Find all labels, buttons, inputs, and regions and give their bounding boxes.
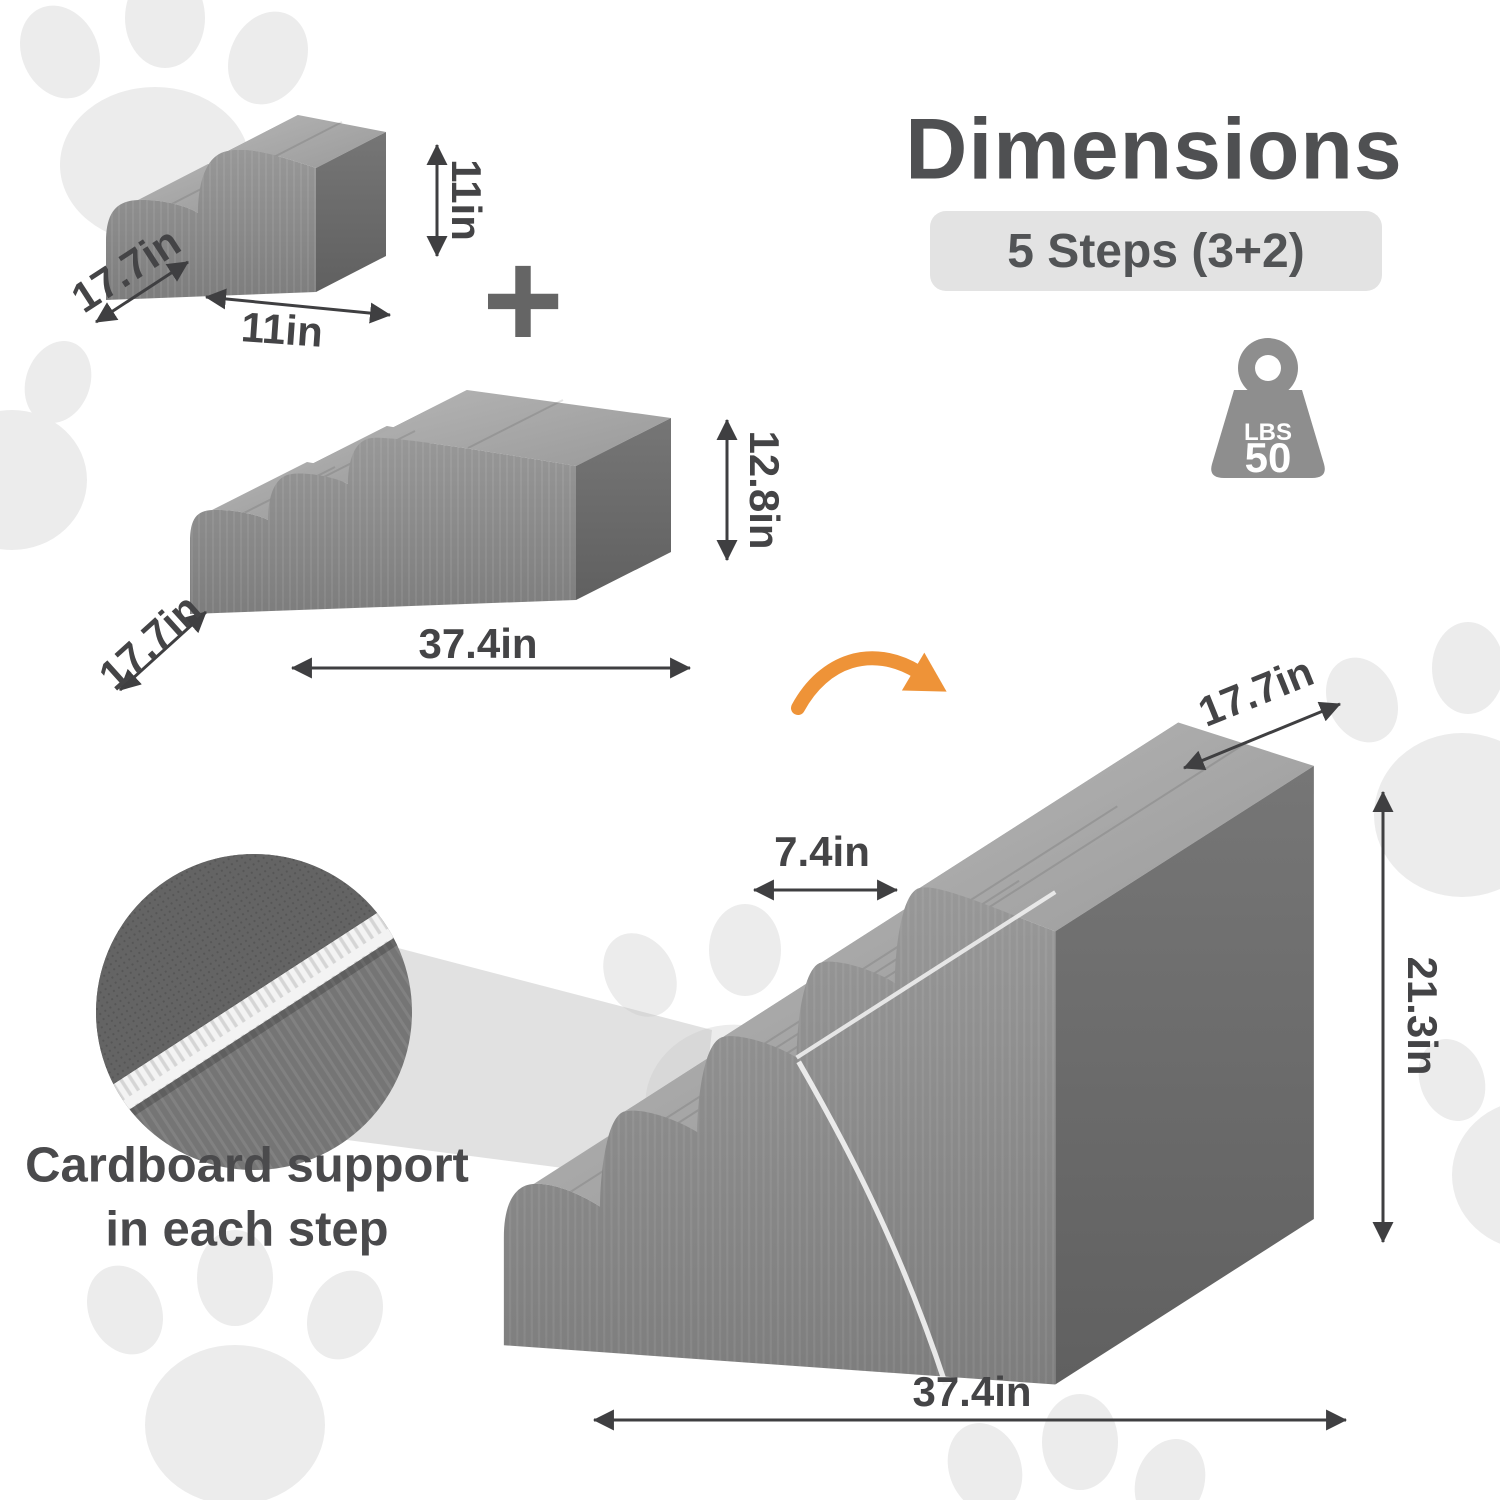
cardboard-callout-text: Cardboard support in each step [25, 1134, 469, 1261]
dim-label-small-height: 11in [443, 159, 490, 241]
dim-arrow-small-depth [95, 260, 189, 324]
unit-seam-side [796, 1060, 949, 1386]
callout-line1: Cardboard support [25, 1138, 469, 1193]
weight-icon: LBS 50 [1211, 338, 1325, 481]
page-title: Dimensions [905, 101, 1403, 198]
three-step-unit-illustration [190, 390, 671, 614]
dim-label-assembled-step: 7.4in [774, 828, 870, 875]
combine-arrow-icon [791, 651, 947, 715]
cardboard-zoom-inset [96, 854, 412, 1170]
dim-arrow-small-width [204, 288, 392, 324]
weight-value: 50 [1245, 434, 1292, 481]
steps-badge: 5 Steps (3+2) [930, 211, 1382, 291]
dim-label-assembled-height: 21.3in [1399, 956, 1446, 1076]
dim-arrow-assembled-depth [1183, 701, 1341, 771]
plus-icon: + [482, 221, 564, 378]
dim-label-assembled-length: 37.4in [912, 1368, 1032, 1415]
dim-label-threestep-height: 12.8in [741, 430, 788, 550]
dim-label-threestep-length: 37.4in [418, 620, 538, 667]
weight-unit-label: LBS [1244, 419, 1292, 446]
callout-line2: in each step [105, 1202, 389, 1256]
cardboard-strip-illustration [96, 890, 412, 1129]
dim-arrow-threestep-depth [118, 610, 208, 692]
weight-capacity-badge: LBS 50 [1211, 338, 1325, 481]
dim-label-small-width: 11in [239, 303, 325, 356]
unit-seam-top [795, 890, 1057, 1060]
assembled-five-step-illustration [503, 722, 1314, 1386]
